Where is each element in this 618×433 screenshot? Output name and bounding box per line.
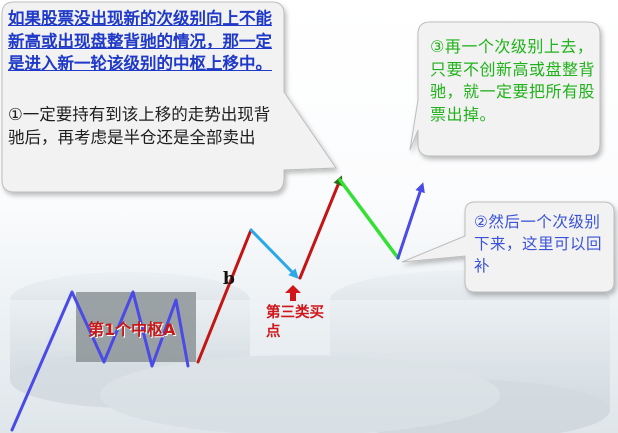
cyan-segment-down [249, 228, 299, 279]
callout-top-right-text: ③再一个次级别上去，只要不创新高或盘整背驰，就一定要把所有股票出掉。 [430, 37, 596, 124]
red-segment-up-1 [196, 228, 253, 364]
green-segment-down [338, 178, 400, 260]
callout-right-bubble [401, 201, 615, 293]
callout-top-left-note: ①一定要持有到该上移的走势出现背驰后，再考虑是半仓还是全部卖出 [8, 105, 271, 147]
callout-top-left-bubble [1, 1, 337, 193]
price-path [10, 175, 425, 432]
blue-segments-zhongshu [10, 290, 190, 432]
red-segment-up-2 [298, 175, 343, 280]
point-b-label: b [223, 269, 235, 289]
blue-segment-up [396, 182, 425, 260]
background-coins [10, 270, 610, 433]
up-arrow-marker-icon [285, 285, 301, 301]
callout-right-text: ②然后一个次级别下来，这里可以回补 [474, 213, 603, 275]
callout-top-left-headline: 如果股票没出现新的次级别向上不能新高或出现盘整背驰的情况，那一定是进入新一轮该级… [8, 9, 272, 73]
zhongshu-a-label: 第1个中枢A [88, 320, 176, 339]
callout-top-right-bubble [409, 21, 601, 157]
third-buy-point-label: 第三类买点 [266, 305, 324, 340]
